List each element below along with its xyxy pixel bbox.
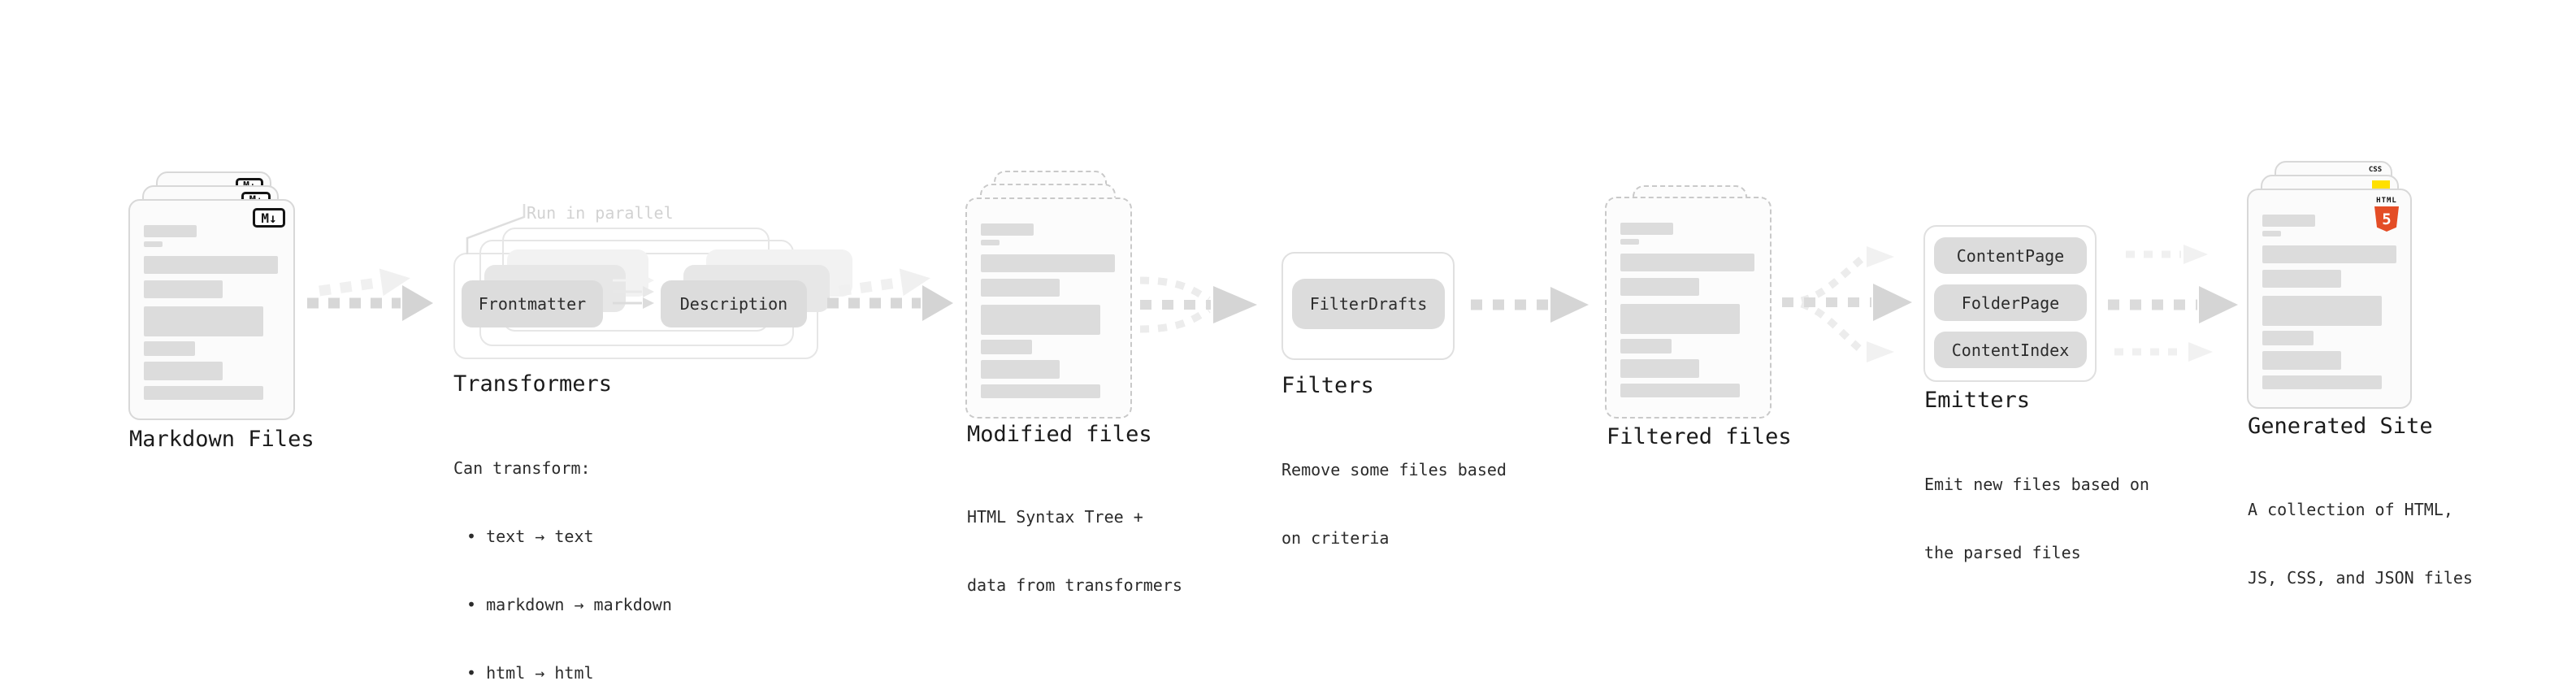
- text-line-placeholder: [144, 256, 278, 274]
- description-line: • text → text: [466, 527, 594, 546]
- modified-files-description: HTML Syntax Tree + data from transformer…: [967, 460, 1182, 642]
- text-line-placeholder: [144, 386, 263, 400]
- flow-arrow-modified-to-filters: [1139, 276, 1257, 333]
- emitters-title: Emitters: [1924, 388, 2031, 413]
- flow-arrow-filters-to-filtered: [1471, 287, 1589, 323]
- description-line: Remove some files based: [1281, 460, 1507, 479]
- transformers-title: Transformers: [453, 371, 613, 397]
- generated-doc-front: HTML 5: [2247, 189, 2412, 409]
- description-line: A collection of HTML,: [2248, 500, 2453, 519]
- markdown-files-title: Markdown Files: [129, 427, 314, 452]
- text-line-placeholder: [1620, 359, 1699, 378]
- text-line-placeholder: [981, 254, 1115, 272]
- text-line-placeholder: [1620, 278, 1699, 296]
- transformers-description: Can transform: • text → text • markdown …: [453, 411, 672, 681]
- text-line-placeholder: [981, 279, 1060, 297]
- filterdrafts-node: FilterDrafts: [1292, 279, 1445, 329]
- text-line-placeholder: [981, 360, 1060, 379]
- flow-arrow-filtered-to-emitters: [1782, 246, 1912, 362]
- contentindex-node: ContentIndex: [1934, 332, 2087, 368]
- description-line: Can transform:: [453, 458, 591, 478]
- filtered-doc-front: [1605, 197, 1772, 419]
- text-line-placeholder: [144, 280, 223, 298]
- text-line-placeholder: [2262, 296, 2382, 326]
- description-line: JS, CSS, and JSON files: [2248, 568, 2473, 588]
- text-line-placeholder: [144, 241, 163, 247]
- text-line-placeholder: [1620, 384, 1740, 397]
- markdown-doc-front: M↓: [128, 199, 295, 420]
- filters-frame: [1281, 252, 1455, 360]
- description-line: data from transformers: [967, 575, 1182, 595]
- html5-icon: HTML 5: [2373, 197, 2400, 232]
- text-line-placeholder: [1620, 304, 1740, 334]
- run-in-parallel-callout-line: [466, 204, 526, 254]
- frontmatter-node: Frontmatter: [462, 280, 603, 327]
- text-line-placeholder: [2262, 270, 2341, 288]
- text-line-placeholder: [981, 223, 1034, 236]
- flow-arrow-markdown-to-transformers: [307, 268, 433, 321]
- folderpage-node: FolderPage: [1934, 284, 2087, 321]
- description-line: the parsed files: [1924, 543, 2081, 562]
- generated-site-description: A collection of HTML, JS, CSS, and JSON …: [2248, 453, 2473, 635]
- run-in-parallel-label: Run in parallel: [527, 203, 674, 223]
- description-line: on criteria: [1281, 528, 1390, 548]
- text-line-placeholder: [144, 341, 195, 356]
- filtered-files-title: Filtered files: [1607, 424, 1792, 449]
- text-line-placeholder: [2262, 375, 2382, 389]
- description-node: Description: [661, 280, 807, 327]
- text-line-placeholder: [1620, 339, 1672, 354]
- description-line: HTML Syntax Tree +: [967, 507, 1143, 527]
- modified-files-title: Modified files: [967, 422, 1152, 447]
- generated-site-title: Generated Site: [2248, 414, 2433, 439]
- parallel-arrows-icon: [613, 275, 654, 309]
- text-line-placeholder: [981, 305, 1100, 335]
- description-line: • html → html: [466, 663, 594, 681]
- emitters-description: Emit new files based on the parsed files: [1924, 427, 2149, 609]
- text-line-placeholder: [2262, 231, 2281, 236]
- description-line: • markdown → markdown: [466, 595, 672, 614]
- text-line-placeholder: [2262, 331, 2314, 345]
- filters-title: Filters: [1281, 373, 1374, 398]
- text-line-placeholder: [981, 340, 1032, 354]
- flow-arrow-transformers-to-modified: [827, 268, 953, 321]
- text-line-placeholder: [144, 362, 223, 380]
- text-line-placeholder: [981, 384, 1100, 398]
- text-line-placeholder: [1620, 254, 1754, 271]
- filters-description: Remove some files based on criteria: [1281, 413, 1507, 595]
- text-line-placeholder: [144, 225, 197, 237]
- contentpage-node: ContentPage: [1934, 237, 2087, 274]
- modified-doc-front: [965, 197, 1132, 419]
- text-line-placeholder: [144, 306, 263, 336]
- emitters-frame: [1923, 225, 2097, 382]
- text-line-placeholder: [2262, 215, 2315, 227]
- flow-arrow-emitters-to-generated: [2108, 245, 2238, 362]
- markdown-icon: M↓: [253, 208, 285, 228]
- text-line-placeholder: [2262, 245, 2396, 263]
- text-line-placeholder: [1620, 239, 1639, 245]
- description-line: Emit new files based on: [1924, 475, 2149, 494]
- text-line-placeholder: [1620, 223, 1673, 235]
- text-line-placeholder: [981, 240, 1000, 245]
- text-line-placeholder: [2262, 351, 2341, 370]
